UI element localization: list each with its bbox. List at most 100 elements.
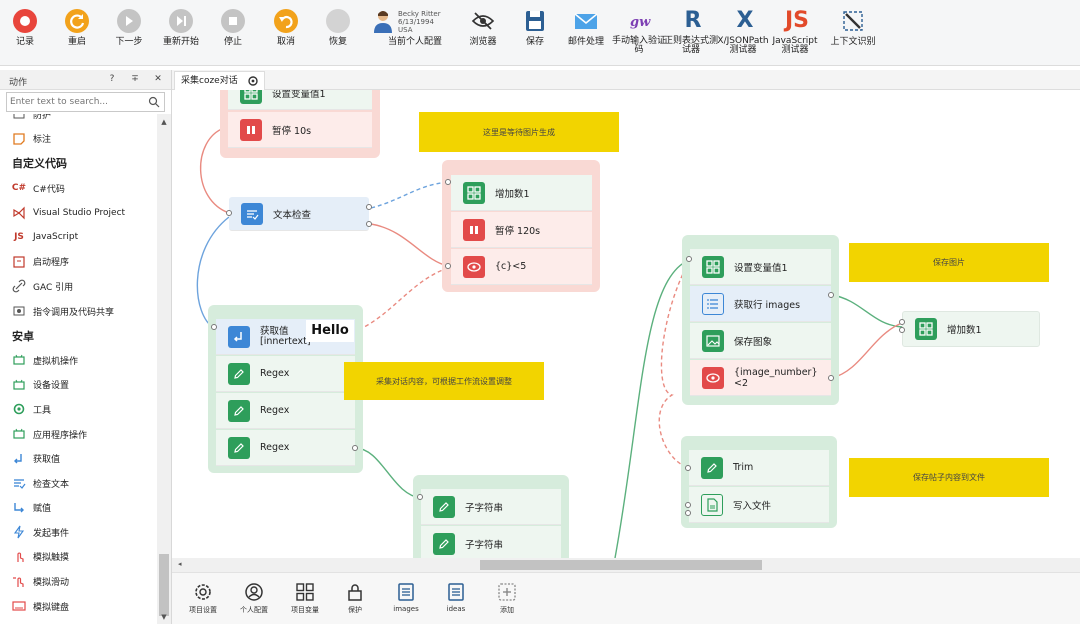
action-item-assign[interactable]: 赋值 bbox=[0, 496, 156, 521]
input-port[interactable] bbox=[685, 465, 691, 471]
add-resource-button[interactable]: 添加 bbox=[487, 582, 527, 615]
action-item-protect[interactable]: 防护 bbox=[0, 114, 156, 127]
stop-button[interactable]: 停止 bbox=[208, 8, 258, 62]
browser-button[interactable]: 浏览器 bbox=[458, 8, 508, 62]
output-port[interactable] bbox=[366, 221, 372, 227]
regex-tester-button[interactable]: R 正则表达式测试器 bbox=[664, 8, 720, 62]
close-panel-button[interactable]: ✕ bbox=[154, 74, 162, 84]
swipe-icon bbox=[12, 575, 26, 589]
output-port[interactable] bbox=[366, 204, 372, 210]
pin-button[interactable]: ∓ bbox=[131, 74, 139, 84]
context-recognition-button[interactable]: 上下文识别 bbox=[826, 8, 880, 62]
action-item-label: 工具 bbox=[33, 405, 52, 416]
note-collect-dialog[interactable]: 采集对话内容，可根据工作流设置调整 bbox=[344, 362, 544, 400]
record-button[interactable]: 记录 bbox=[0, 8, 50, 62]
restart-begin-button[interactable]: 重新开始 bbox=[156, 8, 206, 62]
input-port[interactable] bbox=[417, 494, 423, 500]
scroll-down-icon[interactable]: ▼ bbox=[161, 613, 167, 621]
close-icon[interactable] bbox=[248, 76, 258, 86]
node-regex-1[interactable]: Regex bbox=[216, 356, 355, 392]
action-item-device-settings[interactable]: 设备设置 bbox=[0, 373, 156, 398]
action-item-gac[interactable]: GAC 引用 bbox=[0, 274, 156, 299]
scroll-up-icon[interactable]: ▲ bbox=[161, 118, 167, 126]
project-settings-button[interactable]: 项目设置 bbox=[183, 582, 223, 615]
node-increment-1[interactable]: 增加数1 bbox=[451, 175, 592, 211]
search-icon[interactable] bbox=[148, 96, 160, 108]
action-item-keyboard[interactable]: 模拟键盘 bbox=[0, 594, 156, 619]
action-item-get-value[interactable]: 获取值 bbox=[0, 446, 156, 471]
node-set-variable[interactable]: 设置变量值1 bbox=[228, 90, 372, 110]
next-step-button[interactable]: 下一步 bbox=[104, 8, 154, 62]
workflow-canvas[interactable]: 设置变量值1 暂停 10s 这里是等待图片生成 文本检查 增加数1 暂停 120… bbox=[172, 90, 1080, 558]
input-port[interactable] bbox=[686, 256, 692, 262]
tab-coze-dialog[interactable]: 采集coze对话 bbox=[174, 71, 265, 90]
output-port[interactable] bbox=[828, 375, 834, 381]
category-android[interactable]: 安卓 bbox=[12, 329, 34, 343]
input-port[interactable] bbox=[899, 327, 905, 333]
mail-button[interactable]: 邮件处理 bbox=[561, 8, 611, 62]
node-regex-3[interactable]: Regex bbox=[216, 430, 355, 466]
actions-search-input[interactable] bbox=[7, 93, 147, 111]
cancel-button[interactable]: 取消 bbox=[261, 8, 311, 62]
scroll-left-icon[interactable]: ◂ bbox=[178, 560, 182, 568]
images-table-button[interactable]: images bbox=[386, 582, 426, 613]
node-condition-c[interactable]: {c}<5 bbox=[451, 249, 592, 285]
node-substring-2[interactable]: 子字符串 bbox=[421, 526, 561, 558]
protect-button[interactable]: 保护 bbox=[335, 582, 375, 615]
project-variables-button[interactable]: 项目变量 bbox=[285, 582, 325, 615]
actions-scrollbar-thumb[interactable] bbox=[159, 554, 169, 616]
current-profile-button[interactable]: 当前个人配置 bbox=[368, 8, 448, 62]
output-port[interactable] bbox=[445, 263, 451, 269]
node-trim[interactable]: Trim bbox=[689, 450, 829, 486]
node-regex-2[interactable]: Regex bbox=[216, 393, 355, 429]
save-button[interactable]: 保存 bbox=[510, 8, 560, 62]
category-custom-code[interactable]: 自定义代码 bbox=[12, 157, 67, 171]
restart-button[interactable]: 重启 bbox=[52, 8, 102, 62]
action-item-code-share[interactable]: 指令调用及代码共享 bbox=[0, 299, 156, 324]
js-tester-button[interactable]: JS JavaScript 测试器 bbox=[770, 8, 824, 62]
action-item-touch[interactable]: 模拟触摸 bbox=[0, 545, 156, 570]
node-set-variable-right[interactable]: 设置变量值1 bbox=[690, 249, 831, 285]
action-item-app-ops[interactable]: 应用程序操作 bbox=[0, 422, 156, 447]
actions-scrollbar[interactable]: ▲ ▼ bbox=[157, 114, 171, 624]
ideas-table-button[interactable]: ideas bbox=[436, 582, 476, 613]
node-pause-120s[interactable]: 暂停 120s bbox=[451, 212, 592, 248]
output-port[interactable] bbox=[352, 445, 358, 451]
node-save-image[interactable]: 保存图象 bbox=[690, 323, 831, 359]
refresh-icon bbox=[65, 9, 89, 33]
input-port[interactable] bbox=[685, 502, 691, 508]
input-port[interactable] bbox=[211, 324, 217, 330]
node-write-file[interactable]: 写入文件 bbox=[689, 487, 829, 523]
captcha-button[interactable]: gw 手动输入验证码 bbox=[612, 8, 668, 62]
node-substring-1[interactable]: 子字符串 bbox=[421, 489, 561, 525]
node-condition-image-number[interactable]: {image_number}<2 bbox=[690, 360, 831, 396]
action-item-vm[interactable]: 虚拟机操作 bbox=[0, 348, 156, 373]
action-item-annotate[interactable]: 标注 bbox=[0, 127, 156, 152]
node-pause-10s[interactable]: 暂停 10s bbox=[228, 112, 372, 148]
restore-button[interactable]: 恢复 bbox=[313, 8, 363, 62]
note-save-image[interactable]: 保存图片 bbox=[849, 243, 1049, 282]
profile-settings-button[interactable]: 个人配置 bbox=[234, 582, 274, 615]
action-item-vs-project[interactable]: Visual Studio Project bbox=[0, 200, 156, 225]
xjson-tester-button[interactable]: X X/JSONPath测试器 bbox=[717, 8, 772, 62]
help-button[interactable]: ? bbox=[109, 74, 115, 84]
node-increment-right[interactable]: 增加数1 bbox=[902, 311, 1040, 347]
output-port[interactable] bbox=[828, 292, 834, 298]
note-wait-image[interactable]: 这里是等待图片生成 bbox=[419, 112, 619, 152]
input-port[interactable] bbox=[226, 210, 232, 216]
input-port[interactable] bbox=[899, 319, 905, 325]
node-text-check[interactable]: 文本检查 bbox=[229, 197, 369, 231]
action-item-tools[interactable]: 工具 bbox=[0, 397, 156, 422]
input-port[interactable] bbox=[685, 510, 691, 516]
action-item-csharp[interactable]: C#C#代码 bbox=[0, 176, 156, 201]
canvas-scrollbar-thumb[interactable] bbox=[480, 560, 762, 570]
note-save-post[interactable]: 保存帖子内容到文件 bbox=[849, 458, 1049, 497]
action-item-raise-event[interactable]: 发起事件 bbox=[0, 520, 156, 545]
canvas-horizontal-scrollbar[interactable]: ◂ bbox=[172, 558, 1080, 572]
action-item-swipe[interactable]: 模拟滑动 bbox=[0, 569, 156, 594]
action-item-launch-program[interactable]: 启动程序 bbox=[0, 250, 156, 275]
action-item-check-text[interactable]: 检查文本 bbox=[0, 471, 156, 496]
input-port[interactable] bbox=[445, 179, 451, 185]
node-get-images-row[interactable]: 获取行 images bbox=[690, 286, 831, 322]
